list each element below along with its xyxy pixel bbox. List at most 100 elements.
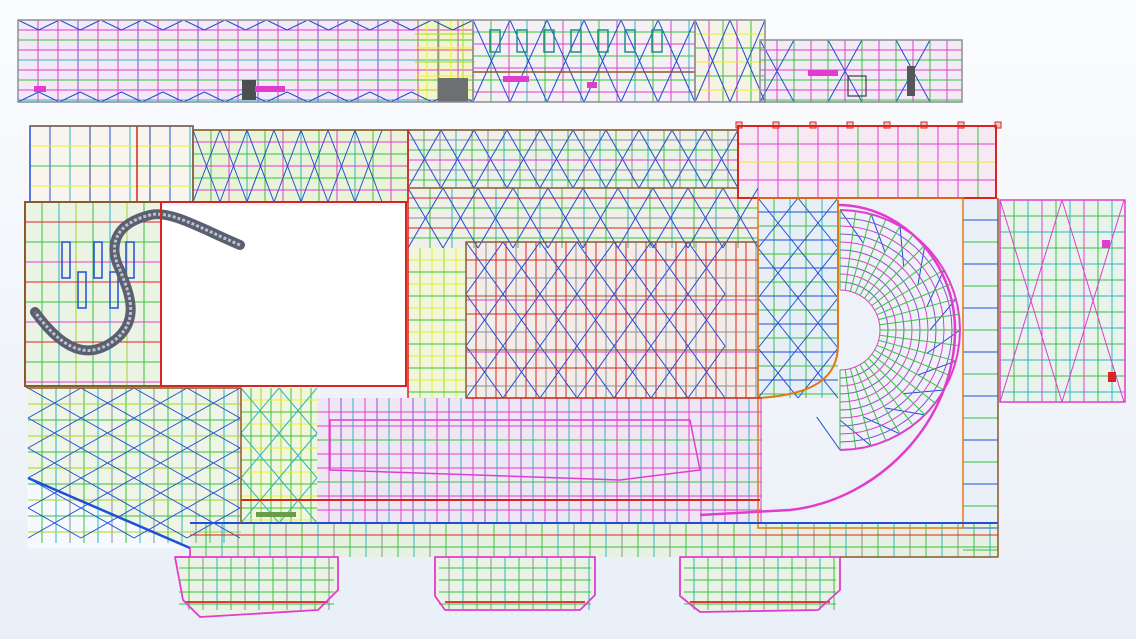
bracing-diagonal [465,241,504,295]
bracing-diagonal [617,187,654,249]
radial-beam [844,210,857,291]
radial-beam [874,269,945,311]
north-wing-west-fill [30,126,193,202]
bracing-diagonal [133,507,188,539]
bracing-diagonal [539,129,574,189]
top-strip-east-border [759,39,963,103]
radial-beam [859,225,901,296]
bracing-diagonal [546,19,585,103]
bracing-diagonal [502,345,541,399]
bracing-diagonal [186,477,241,509]
bracing-diagonal [671,129,706,189]
courtyard-void [161,206,406,386]
radial-beam [874,349,945,391]
radial-beam [878,298,957,321]
layer-grid [18,20,1125,610]
radial-beam [876,283,952,316]
bracing-diagonal [576,293,615,347]
bracing-diagonal [582,187,619,249]
bracing-diagonal [613,293,652,347]
radial-beam [859,364,901,435]
radial-beam [849,368,872,447]
bracing-diagonal [327,129,356,203]
elevator-core [907,66,915,96]
radial-beam [876,344,952,377]
radial-beam [844,369,857,450]
bracing-diagonal [687,241,726,295]
radial-beam [879,334,960,347]
radial-beam [879,313,960,326]
edge-beam [27,476,191,550]
bracing-diagonal [650,241,689,295]
bracing-diagonal [133,387,188,419]
bracing-diagonal [657,19,696,103]
radial-beam [871,256,936,307]
bracing-diagonal [502,241,541,295]
bracing-diagonal [729,19,766,103]
radial-beam [867,357,926,416]
bracing-diagonal [539,345,578,399]
column-pier [109,271,119,309]
south-center-w-fill [241,388,317,523]
shaft-box [543,29,555,53]
bracing-diagonal [652,187,689,249]
bracing-diagonal [704,129,739,189]
courtyard-void-edge [160,201,407,387]
bracing-diagonal [407,129,442,189]
central-hall-west-fill [408,248,466,398]
bracing-diagonal [246,129,275,203]
layer-brace [17,19,1125,539]
shaft-box [651,29,663,53]
bracing-diagonal [797,197,839,249]
curved-ramp-hall-inner-edge [757,200,839,399]
bracing-diagonal [613,241,652,295]
bracing-diagonal [827,39,863,103]
bracing-diagonal [512,187,549,249]
column-pier [61,241,71,279]
bracing-diagonal [539,293,578,347]
radial-beam [863,361,914,426]
bracing-diagonal [583,19,622,103]
south-bays-bay-fill [175,557,338,617]
bracing-diagonal [27,447,82,479]
bracing-diagonal [999,199,1063,403]
south-bays-bay-2 [434,556,596,611]
bracing-diagonal [219,129,248,203]
bracing-diagonal [80,447,135,479]
south-bays-bay-fill [435,557,595,610]
bracing-diagonal [605,129,640,189]
bracing-diagonal [638,129,673,189]
slab-opening [1102,240,1110,248]
bracing-diagonal [80,387,135,419]
ramp-lanes [33,212,241,352]
bracing-diagonal [442,187,479,249]
shaft-box [597,29,609,53]
radial-beam [878,339,957,362]
bracing-diagonal [687,345,726,399]
slab-opening [808,70,838,76]
bracing-diagonal [757,197,799,249]
radial-beam [867,244,926,303]
curved-ramp-hall-outer-edge [699,203,957,517]
bracing-diagonal [186,417,241,449]
column-pier [125,241,135,279]
bracing-diagonal [576,241,615,295]
bracing-diagonal [133,417,188,449]
bracing-diagonal [509,19,548,103]
bracing-diagonal [472,19,511,103]
bracing-diagonal [27,417,82,449]
bracing-diagonal [407,187,444,249]
layer-outline [17,19,1126,618]
drainage-channel [256,512,296,517]
bracing-diagonal [694,19,731,103]
bracing-diagonal [440,129,475,189]
slab-opening [587,82,597,88]
bracing-diagonal [273,129,302,203]
truss-chord-top [17,19,474,31]
shaft-box [570,29,582,53]
bracing-diagonal [192,129,221,203]
top-strip-east-fill [760,40,962,102]
layer-detail [30,29,1116,603]
